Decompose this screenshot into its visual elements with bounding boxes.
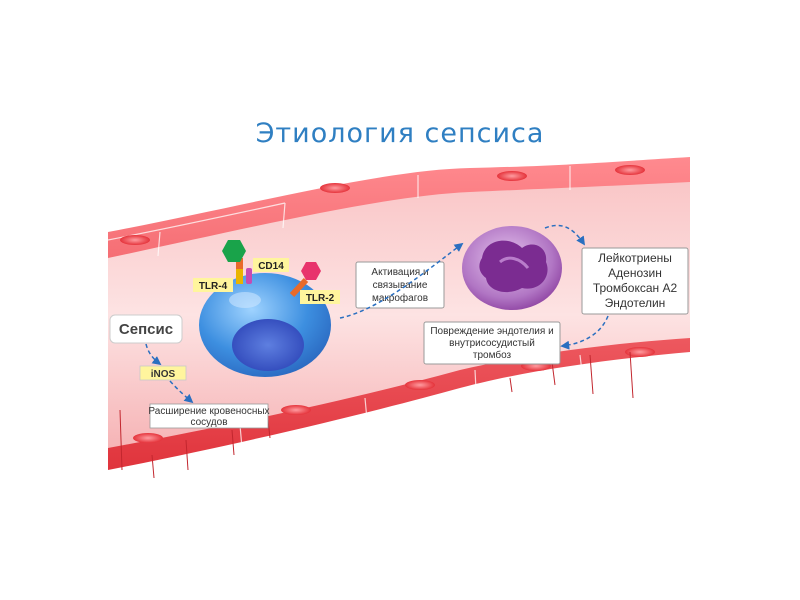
flow-arrows — [145, 224, 609, 404]
inos-label: iNOS — [139, 365, 187, 381]
svg-text:Лейкотриены: Лейкотриены — [598, 251, 672, 265]
arrow-mediators-to-damage — [560, 315, 609, 350]
diagram-title: Этиология сепсиса — [256, 118, 545, 149]
rbc-bottom-5 — [625, 347, 655, 357]
svg-text:iNOS: iNOS — [151, 369, 176, 380]
macrophage — [199, 273, 331, 377]
svg-text:Сепсис: Сепсис — [119, 321, 173, 338]
cd14-receptor — [246, 268, 252, 284]
arrow-macrophage-to-neutrophil — [339, 242, 464, 319]
rbc-top-3 — [497, 171, 527, 181]
leakage-arrows — [119, 351, 634, 479]
svg-text:Расширение кровеносных: Расширение кровеносных — [148, 406, 269, 417]
damage-box: Повреждение эндотелия и внутрисосудистый… — [423, 321, 561, 365]
activation-box: Активация и связывание макрофагов — [355, 261, 445, 309]
svg-text:Аденозин: Аденозин — [608, 266, 662, 280]
tlr2-ligand-hexagon — [301, 262, 321, 280]
svg-text:Повреждение эндотелия и: Повреждение эндотелия и — [430, 326, 553, 337]
arrow-sepsis-to-inos — [145, 343, 162, 366]
svg-text:CD14: CD14 — [258, 261, 284, 272]
tlr2-receptor — [289, 262, 321, 298]
red-blood-cells — [120, 165, 655, 443]
svg-text:Тромбоксан А2: Тромбоксан А2 — [593, 281, 678, 295]
svg-text:TLR-4: TLR-4 — [199, 281, 228, 292]
endothelial-cells-bottom — [239, 354, 583, 449]
arrow-neutrophil-to-mediators — [544, 224, 585, 246]
svg-text:связывание: связывание — [373, 280, 428, 291]
arrow-inos-to-vasodilation — [169, 380, 194, 404]
neutrophil-nucleus — [479, 240, 548, 293]
vasodilation-box: Расширение кровеносных сосудов — [148, 403, 270, 429]
rbc-bottom-3 — [405, 380, 435, 390]
svg-text:сосудов: сосудов — [190, 417, 227, 428]
tlr4-receptor — [222, 240, 246, 284]
neutrophil — [462, 226, 562, 310]
svg-text:Активация и: Активация и — [371, 267, 428, 278]
svg-text:тромбоз: тромбоз — [473, 349, 512, 361]
rbc-top-2 — [320, 183, 350, 193]
svg-text:внутрисосудистый: внутрисосудистый — [449, 338, 535, 349]
rbc-top-1 — [120, 235, 150, 245]
tlr4-ligand-hexagon — [222, 240, 246, 262]
rbc-bottom-1 — [133, 433, 163, 443]
svg-text:TLR-2: TLR-2 — [306, 293, 335, 304]
tlr2-label: TLR-2 — [300, 290, 340, 304]
svg-text:макрофагов: макрофагов — [372, 292, 428, 304]
cd14-label: CD14 — [253, 258, 289, 272]
macrophage-nucleus — [232, 319, 304, 371]
svg-text:Эндотелин: Эндотелин — [605, 296, 666, 310]
rbc-top-4 — [615, 165, 645, 175]
mediators-box: Лейкотриены Аденозин Тромбоксан А2 Эндот… — [581, 247, 689, 315]
rbc-bottom-2 — [281, 405, 311, 415]
sepsis-label: Сепсис — [109, 314, 183, 344]
tlr4-label: TLR-4 — [193, 278, 233, 292]
